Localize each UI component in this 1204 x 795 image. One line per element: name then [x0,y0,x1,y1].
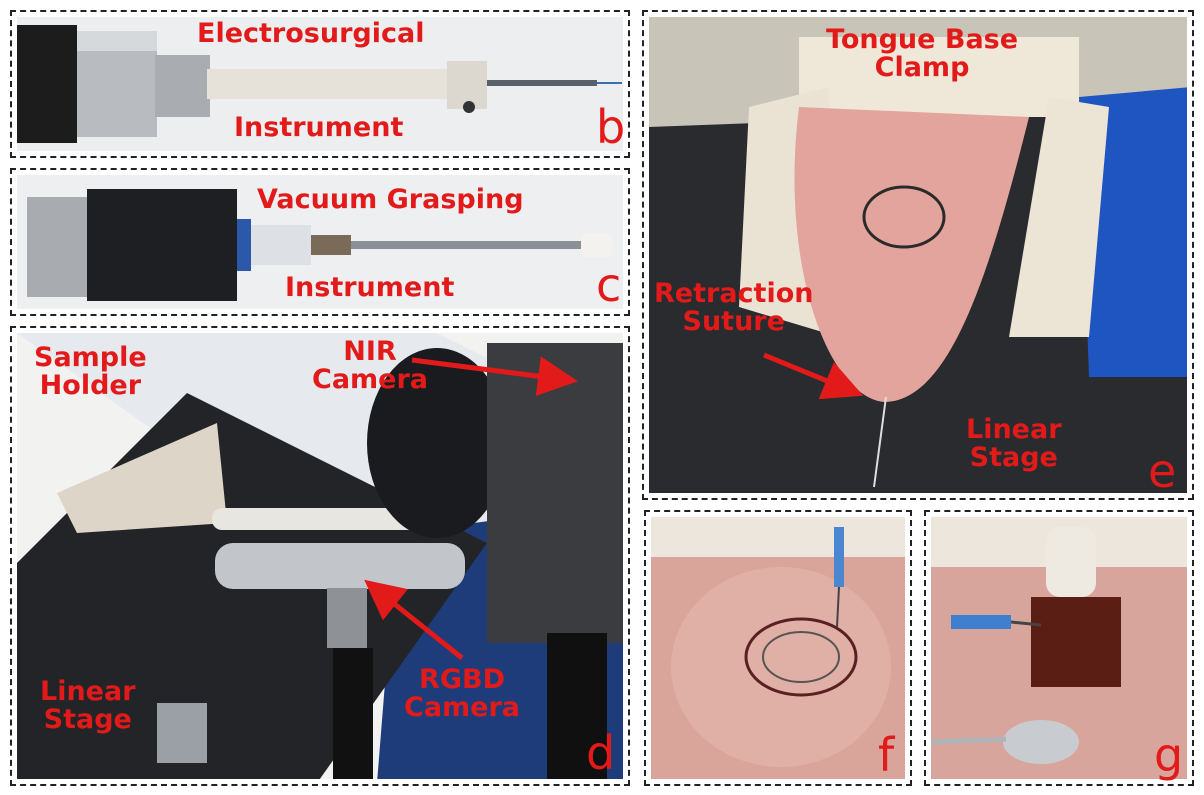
tongue-clamp-photo [649,17,1187,493]
panel-letter-f: f [878,728,895,782]
linear-stage-e-line1: Linear [966,414,1062,445]
panel-letter-e: e [1148,444,1177,498]
annotation-arrows [364,356,578,660]
sample-holder-label: Sample Holder [34,342,147,402]
nir-camera-line1: NIR [343,336,397,367]
rgbd-camera-line1: RGBD [419,664,505,695]
panel-letter-c: c [596,258,622,312]
linear-stage-d-line2: Stage [43,704,132,736]
panel-letter-g: g [1154,728,1184,782]
vacuum-grasping-instrument-photo [17,175,623,309]
nir-camera-label: NIR Camera [312,336,429,396]
panel-c: Vacuum Grasping Instrument c [10,168,630,316]
rgbd-camera-label: RGBD Camera [404,664,521,724]
panel-e: Tongue Base Clamp Retraction Suture Line… [642,10,1194,500]
setup-photo [17,333,623,779]
linear-stage-e-line2: Stage [969,442,1058,474]
sample-holder-line2: Holder [39,370,142,402]
electrosurgical-instrument-photo [17,17,623,151]
nir-camera-line2: Camera [312,364,429,396]
suture-line1: Retraction [654,278,814,309]
panel-letter-b: b [596,100,626,154]
panel-g: g [924,510,1194,786]
panel-f: f [644,510,912,786]
panel-d: Sample Holder NIR Camera RGBD Camera Lin… [10,326,630,786]
vacuum-grasping-label: Vacuum Grasping [257,184,524,215]
sample-holder-line1: Sample [34,342,147,373]
linear-stage-d-line1: Linear [40,676,136,707]
retraction-suture-label: Retraction Suture [654,278,814,338]
incision-photo [651,517,905,779]
tongue-base-clamp-label: Tongue Base Clamp [826,24,1019,84]
linear-stage-label-e: Linear Stage [966,414,1062,474]
panel-letter-d: d [586,726,616,780]
clamp-line1: Tongue Base [826,24,1019,55]
panel-b: Electrosurgical Instrument b [10,10,630,158]
suture-line2: Suture [682,306,785,338]
instrument-label-b: Instrument [234,112,404,143]
grasping-photo [931,517,1187,779]
linear-stage-label-d: Linear Stage [40,676,136,736]
rgbd-arrow [364,579,464,660]
clamp-line2: Clamp [874,52,970,84]
rgbd-camera-line2: Camera [404,692,521,724]
suture-arrow [763,352,864,400]
instrument-label-c: Instrument [285,272,455,303]
nir-arrow [411,356,578,397]
electrosurgical-label: Electrosurgical [197,18,425,49]
